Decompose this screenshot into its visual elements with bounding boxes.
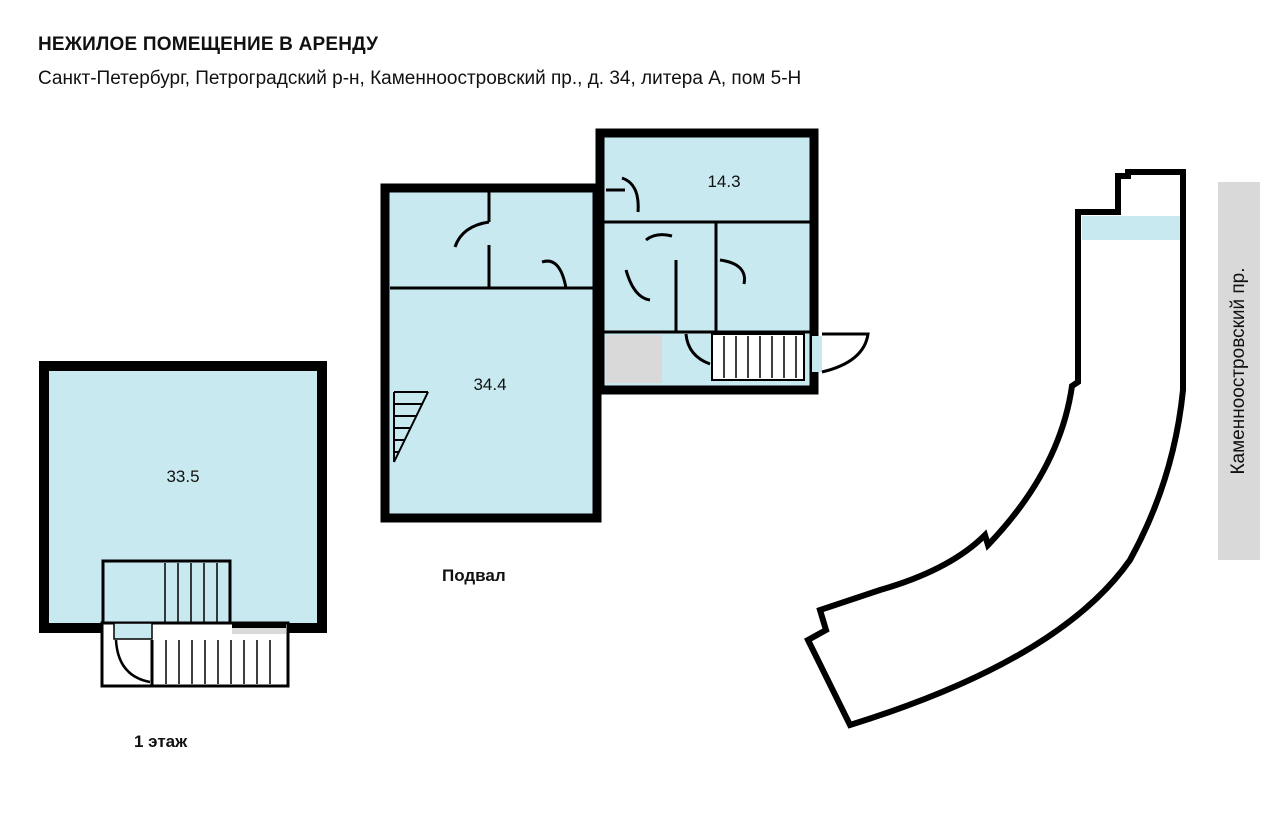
street-label: Каменноостровский пр. (1228, 267, 1249, 475)
first-floor-plan: 33.5 (39, 361, 327, 688)
building-unit-highlight (1082, 216, 1180, 240)
basement-large-room-area: 34.4 (473, 375, 506, 394)
first-floor-porch-stair-steps (165, 640, 271, 684)
listing-address: Санкт-Петербург, Петроградский р-н, Каме… (38, 68, 802, 89)
first-floor-room-area: 33.5 (166, 467, 199, 486)
basement-right-stairs (711, 333, 805, 381)
first-floor-inner-stair-steps (164, 563, 218, 622)
basement-right-stair-steps (723, 336, 797, 378)
basement-label: Подвал (442, 566, 506, 585)
basement-small-room-area: 14.3 (707, 172, 740, 191)
building-footprint (804, 169, 1186, 729)
basement-partitions (390, 183, 810, 334)
basement-plan: 34.4 14.3 (380, 128, 870, 523)
basement-left-stairs (393, 391, 429, 463)
first-floor-inner-stairs (101, 559, 232, 627)
basement-gray-area (606, 335, 662, 383)
basement-exterior-door (821, 332, 870, 374)
basement-left-room (380, 183, 602, 523)
first-floor-label: 1 этаж (134, 732, 188, 751)
building-outline (804, 169, 1186, 729)
first-floor-door-swing (114, 639, 151, 684)
basement-door-swings (453, 176, 746, 366)
street-label-box (1218, 182, 1260, 560)
first-floor-door-opening (113, 622, 153, 640)
listing-title: НЕЖИЛОЕ ПОМЕЩЕНИЕ В АРЕНДУ (38, 34, 379, 55)
